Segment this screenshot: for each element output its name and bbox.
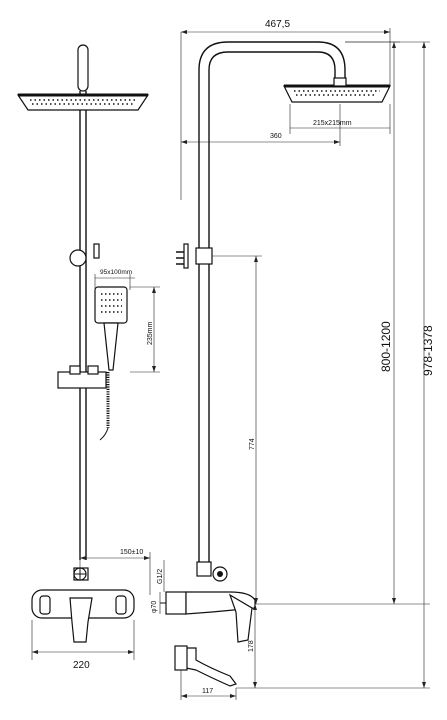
mixer-body-front [31, 589, 135, 643]
label-center-distance: 150±10 [120, 549, 143, 556]
side-bracket [176, 243, 213, 269]
label-height-adjust: 800-1200 [379, 321, 393, 372]
hand-shower [94, 286, 128, 441]
riser-top-cap [77, 44, 89, 92]
bracket-knob [93, 243, 100, 259]
slider-holder [57, 365, 107, 389]
diverter [73, 567, 89, 581]
label-inlet-thread: G1/2 [157, 569, 164, 584]
label-total-height: 978-1378 [421, 325, 435, 376]
label-spout-reach: 117 [202, 688, 213, 695]
side-dimensions: 467,5 215x215mm 360 774 800-1200 978-137… [151, 19, 435, 700]
label-handshower-length: 235mm [147, 321, 154, 345]
label-head-size: 215x215mm [313, 120, 352, 127]
front-dimensions: 95x100mm 235mm 150±10 220 [31, 269, 160, 671]
label-body-width: 220 [73, 660, 90, 671]
label-overall-width: 467,5 [265, 19, 290, 30]
side-view [160, 41, 391, 687]
wall-bracket [69, 249, 87, 267]
label-arm-reach: 360 [270, 133, 282, 140]
rain-shower-head-side [283, 77, 391, 103]
bath-spout [174, 645, 237, 687]
label-slide-height: 774 [249, 438, 256, 450]
rain-shower-head-front [16, 93, 150, 111]
label-inlet-diameter: φ70 [151, 601, 158, 613]
front-view [16, 44, 150, 643]
side-mixer [160, 591, 256, 643]
label-spout-height: 178 [248, 640, 255, 652]
side-diverter [196, 561, 228, 582]
label-handshower-size: 95x100mm [100, 269, 132, 276]
